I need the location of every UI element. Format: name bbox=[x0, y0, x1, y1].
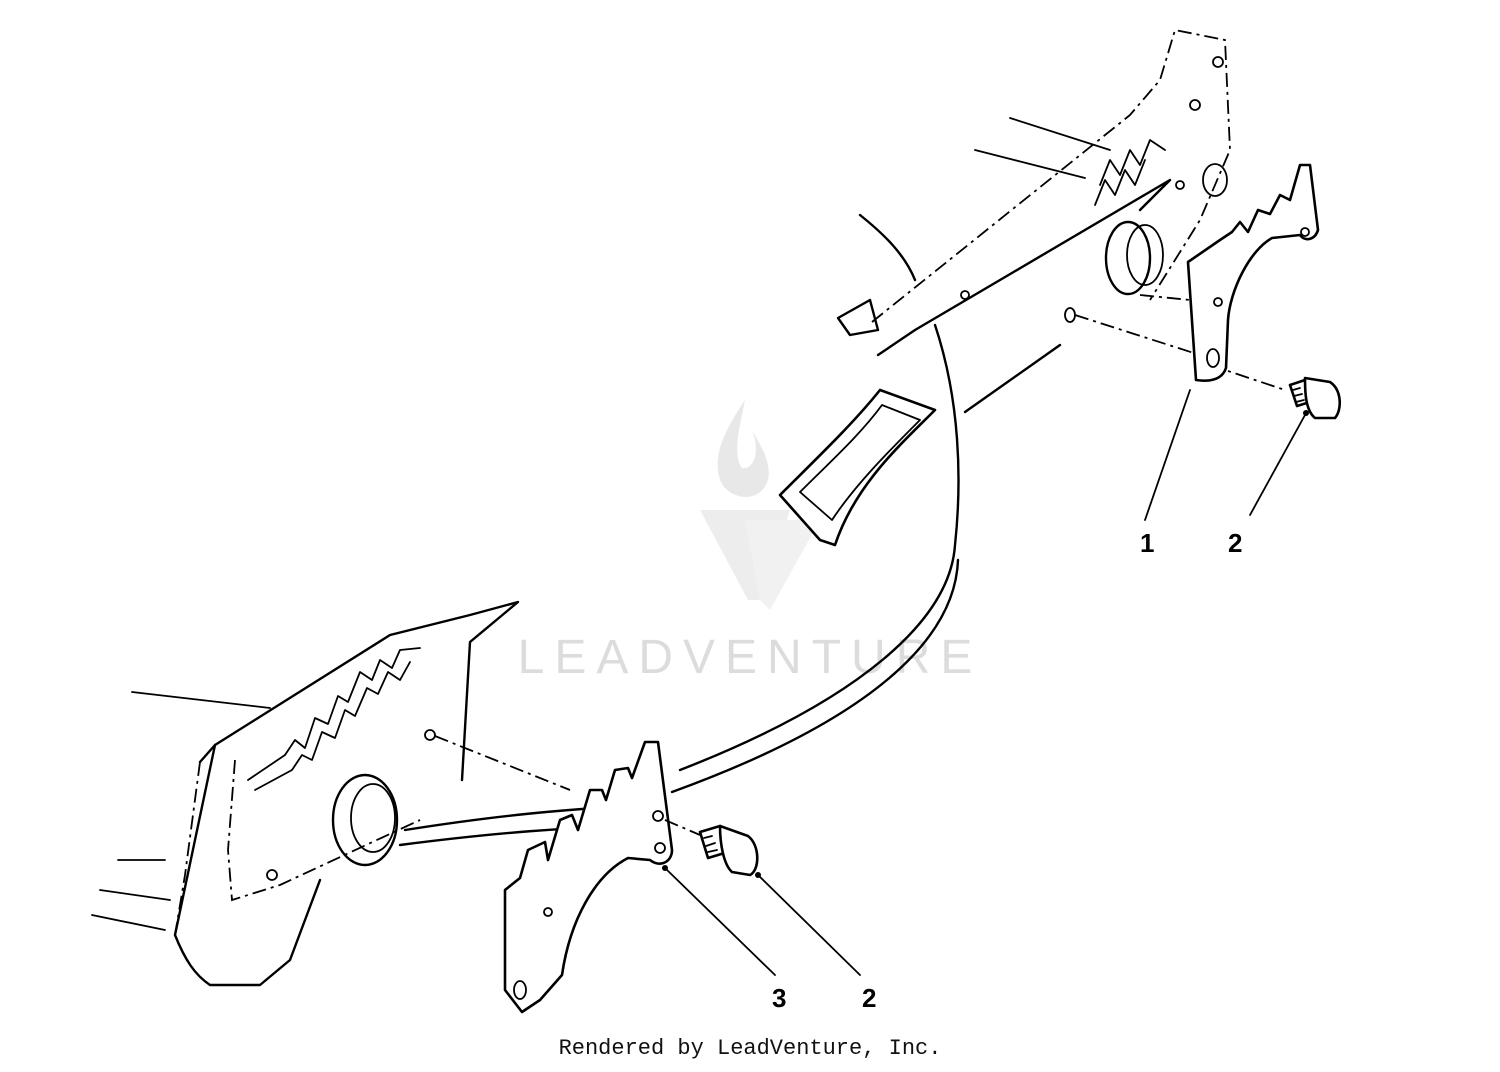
leader-lines bbox=[662, 389, 1309, 976]
right-bracket-housing bbox=[836, 28, 1286, 391]
left-height-adjuster-plate bbox=[503, 740, 701, 1014]
right-height-adjuster-plate bbox=[1186, 163, 1320, 382]
leader-dot bbox=[662, 865, 668, 871]
callout-2-right: 2 bbox=[1228, 528, 1242, 558]
leader-dot bbox=[1303, 410, 1309, 416]
callout-1: 1 bbox=[1140, 528, 1154, 558]
deck-body bbox=[398, 213, 1062, 847]
left-bolt bbox=[698, 824, 759, 877]
footer-credit: Rendered by LeadVenture, Inc. bbox=[558, 1036, 942, 1061]
callout-2-left: 2 bbox=[862, 983, 876, 1013]
leader-dot bbox=[755, 872, 761, 878]
watermark-text: LEADVENTURE bbox=[518, 631, 983, 684]
watermark: LEADVENTURE bbox=[518, 400, 983, 684]
leadventure-flame-logo bbox=[700, 400, 820, 610]
right-bolt bbox=[1288, 376, 1341, 420]
foam-pad bbox=[778, 388, 937, 547]
left-bracket-housing bbox=[91, 600, 571, 987]
callout-3: 3 bbox=[772, 983, 786, 1013]
